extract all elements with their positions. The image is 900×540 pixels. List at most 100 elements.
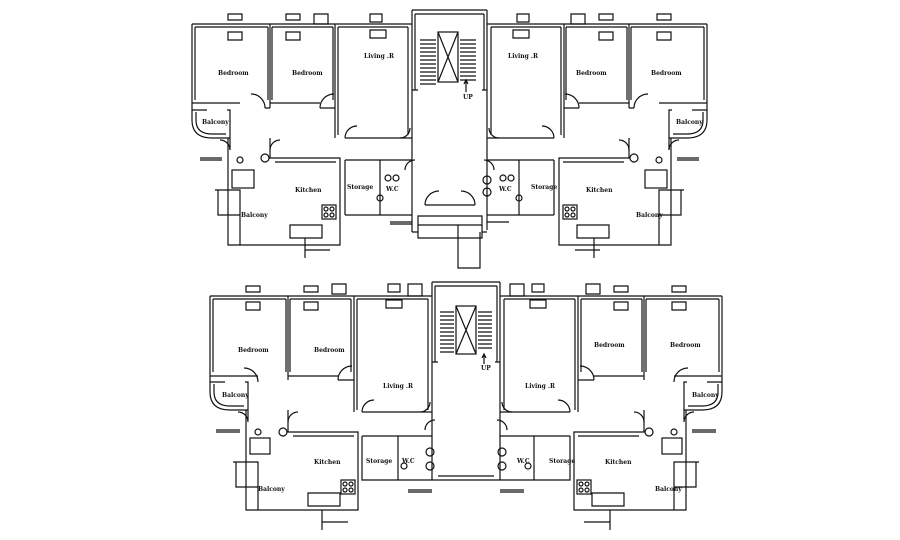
upper-right-stove-burner bbox=[564, 206, 570, 212]
upper-right-stove-burner bbox=[570, 212, 576, 218]
room-label: Kitchen bbox=[295, 187, 322, 194]
room-label: Bedroom bbox=[594, 342, 625, 349]
lower-right-wc-bowl bbox=[670, 428, 678, 436]
lower-left-door-swings bbox=[237, 365, 436, 431]
stair-up-label: UP bbox=[481, 365, 491, 372]
lower-right-wc-fixture bbox=[524, 462, 532, 470]
upper-left-front-balcony bbox=[191, 110, 230, 139]
room-label: W.C bbox=[498, 186, 512, 193]
upper-right-wc-fixture bbox=[499, 174, 507, 182]
lower-stair-well bbox=[455, 305, 477, 355]
upper-left-outer-walls bbox=[191, 10, 413, 232]
lower-left-stove-burner bbox=[342, 481, 348, 487]
upper-left-inner-walls bbox=[194, 26, 409, 135]
upper-left-stove-burner bbox=[329, 212, 335, 218]
lower-right-stove-burner bbox=[584, 487, 590, 493]
lower-left-basin bbox=[278, 427, 288, 437]
room-label: Balcony bbox=[202, 119, 229, 126]
room-label: Living .R bbox=[383, 383, 414, 390]
upper-left-door-swings bbox=[219, 93, 416, 171]
room-label: Kitchen bbox=[605, 459, 632, 466]
plan-lower-labels: Bedroom Bedroom Living .R Living .R Bedr… bbox=[222, 342, 719, 493]
upper-stair-treads bbox=[420, 39, 476, 85]
room-label: Balcony bbox=[222, 392, 249, 399]
upper-left-stove-burner bbox=[323, 212, 329, 218]
room-label: Living .R bbox=[508, 53, 539, 60]
lower-right-bathtub bbox=[661, 437, 683, 455]
lower-left-wc-fixture bbox=[400, 462, 408, 470]
upper-right-stove-burner bbox=[564, 212, 570, 218]
upper-right-wc-fixture bbox=[507, 174, 515, 182]
lower-left-stove-burner bbox=[348, 487, 354, 493]
upper-stair-well bbox=[437, 31, 459, 83]
room-label: Bedroom bbox=[576, 70, 607, 77]
lower-right-front-balcony bbox=[684, 382, 723, 411]
room-label: Balcony bbox=[692, 392, 719, 399]
lower-left-inner-walls bbox=[212, 298, 429, 410]
lower-right-wc-fixture bbox=[497, 461, 507, 471]
lower-stair-well-cross bbox=[455, 305, 477, 355]
upper-left-bathtub bbox=[231, 169, 255, 189]
plan-upper bbox=[191, 9, 708, 269]
upper-entrance bbox=[412, 190, 487, 269]
lower-right-stove-burner bbox=[584, 481, 590, 487]
room-label: Bedroom bbox=[238, 347, 269, 354]
lower-stair-walls bbox=[432, 281, 501, 481]
lower-left-bathtub bbox=[249, 437, 271, 455]
upper-left-stove-burner bbox=[329, 206, 335, 212]
room-label: Kitchen bbox=[586, 187, 613, 194]
upper-drain-markers bbox=[200, 157, 699, 258]
lower-right-service-walls bbox=[500, 410, 699, 511]
lower-right-stove bbox=[576, 479, 592, 495]
upper-stair-well-cross bbox=[437, 31, 459, 83]
upper-left-wc-bowl bbox=[236, 156, 244, 164]
upper-right-inner-walls bbox=[490, 26, 705, 135]
room-label: W.C bbox=[385, 186, 399, 193]
lower-left-stove bbox=[340, 479, 356, 495]
upper-right-wc-fixture bbox=[515, 194, 523, 202]
lower-left-outer-walls bbox=[209, 282, 433, 480]
upper-stair-walls bbox=[412, 9, 488, 230]
room-label: Balcony bbox=[676, 119, 703, 126]
upper-left-wc-fixture bbox=[392, 174, 400, 182]
upper-right-basin bbox=[629, 153, 639, 163]
room-label: W.C bbox=[401, 458, 415, 465]
upper-left-wc-fixture bbox=[376, 194, 384, 202]
lower-drain-markers bbox=[216, 429, 716, 530]
room-label: Living .R bbox=[364, 53, 395, 60]
upper-left-service-walls bbox=[215, 138, 412, 246]
upper-right-bathtub bbox=[644, 169, 668, 189]
room-label: Storage bbox=[531, 184, 557, 191]
plan-lower bbox=[209, 281, 723, 530]
upper-right-door-swings bbox=[483, 93, 680, 171]
lower-left-stove-burner bbox=[348, 481, 354, 487]
stair-up-label: UP bbox=[463, 94, 473, 101]
upper-right-service-walls bbox=[487, 138, 684, 246]
room-label: Bedroom bbox=[314, 347, 345, 354]
upper-stair-arrow bbox=[463, 78, 469, 92]
lower-left-stove-burner bbox=[342, 487, 348, 493]
room-label: Living .R bbox=[525, 383, 556, 390]
room-label: W.C bbox=[516, 458, 530, 465]
plan-upper-labels: Bedroom Bedroom Living .R Living .R Bedr… bbox=[202, 53, 703, 219]
upper-left-stove-burner bbox=[323, 206, 329, 212]
upper-left-wc-fixture bbox=[384, 174, 392, 182]
room-label: Balcony bbox=[258, 486, 285, 493]
room-label: Bedroom bbox=[670, 342, 701, 349]
upper-left-windows bbox=[227, 13, 387, 41]
lower-right-inner-walls bbox=[503, 298, 720, 410]
lower-right-basin bbox=[644, 427, 654, 437]
upper-right-front-balcony bbox=[669, 110, 708, 139]
lower-right-stove-burner bbox=[578, 487, 584, 493]
lower-left-service-walls bbox=[233, 410, 432, 511]
room-label: Storage bbox=[549, 458, 575, 465]
room-label: Bedroom bbox=[218, 70, 249, 77]
upper-right-wc-fixture bbox=[482, 175, 492, 185]
room-label: Storage bbox=[366, 458, 392, 465]
lower-left-wc-fixture bbox=[425, 447, 435, 457]
room-label: Kitchen bbox=[314, 459, 341, 466]
lower-right-stove-burner bbox=[578, 481, 584, 487]
room-label: Storage bbox=[347, 184, 373, 191]
upper-right-outer-walls bbox=[487, 23, 708, 150]
